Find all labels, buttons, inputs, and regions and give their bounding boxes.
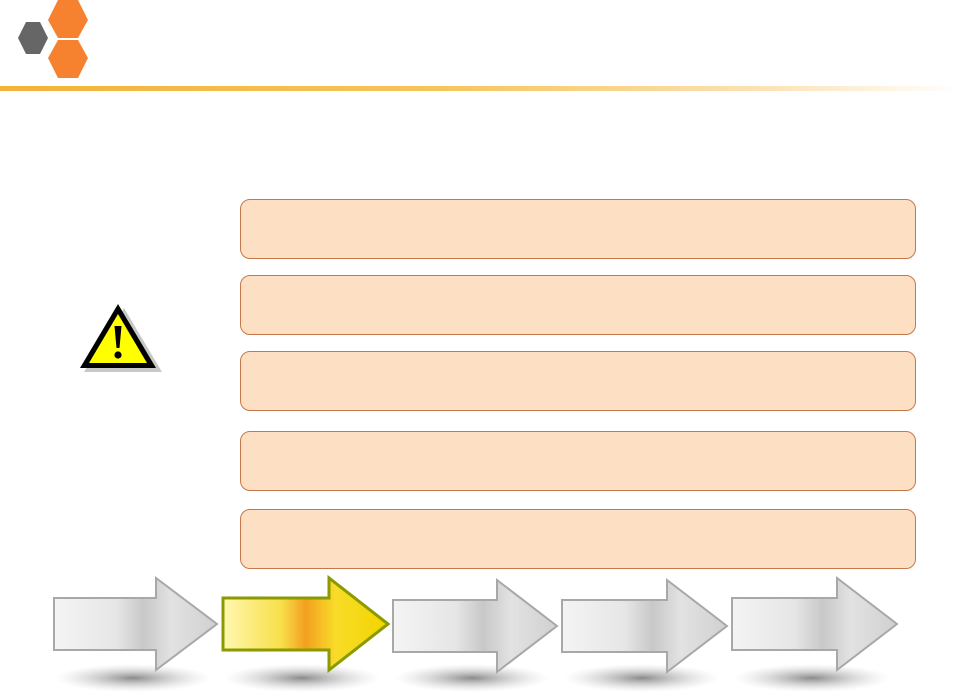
content-box-3 <box>240 351 916 411</box>
hexagon-cluster-logo <box>18 0 88 78</box>
step-arrow-1[interactable] <box>53 575 219 692</box>
content-box-1 <box>240 199 916 259</box>
content-box-2 <box>240 275 916 335</box>
step-arrow-5[interactable] <box>731 575 899 692</box>
header-divider <box>0 86 960 91</box>
step-arrow-3[interactable] <box>392 577 559 692</box>
process-step-arrows <box>53 574 899 692</box>
warning-triangle-icon <box>80 304 162 372</box>
step-arrow-4[interactable] <box>561 577 729 692</box>
content-box-5 <box>240 509 916 569</box>
content-box-4 <box>240 431 916 491</box>
step-arrow-2[interactable] <box>221 574 391 692</box>
